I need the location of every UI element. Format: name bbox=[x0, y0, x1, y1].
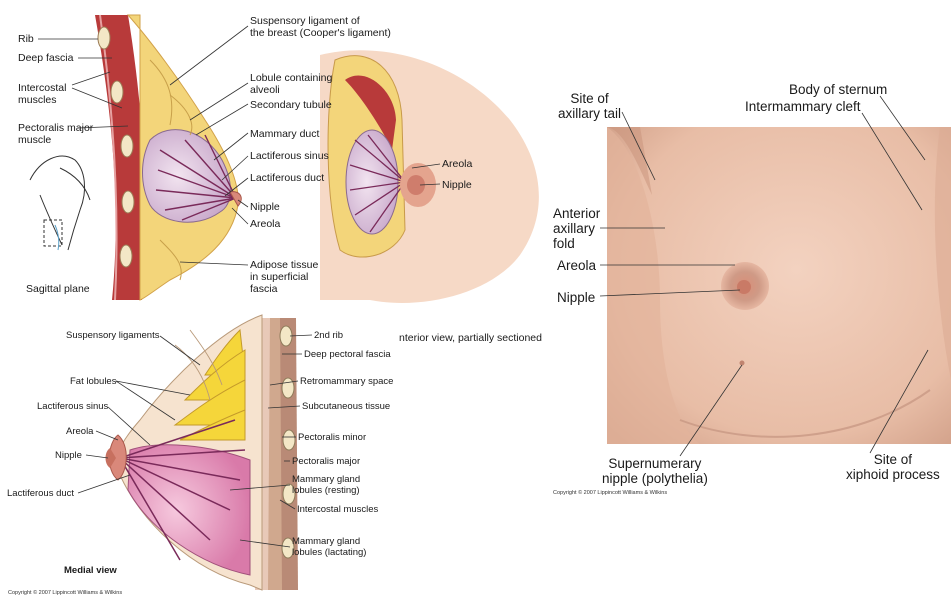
label-gland-resting: Mammary gland lobules (resting) bbox=[292, 474, 360, 496]
label-fat-lobules: Fat lobules bbox=[70, 376, 116, 387]
sagittal-plane-thumbnail bbox=[30, 156, 90, 250]
label-suspensory-ligaments: Suspensory ligaments bbox=[66, 330, 159, 341]
label-deep-fascia: Deep fascia bbox=[18, 52, 73, 64]
label-lactiferous-sinus-c: Lactiferous sinus bbox=[37, 401, 108, 412]
label-site-xiphoid: Site of xiphoid process bbox=[846, 452, 940, 482]
label-site-axillary-tail: Site of axillary tail bbox=[558, 91, 621, 121]
label-suspensory-ligament: Suspensory ligament of the breast (Coope… bbox=[250, 15, 391, 39]
label-deep-pectoral-fascia: Deep pectoral fascia bbox=[304, 349, 391, 360]
label-areola-d: Areola bbox=[557, 258, 596, 273]
copyright-medial: Copyright © 2007 Lippincott Williams & W… bbox=[8, 590, 122, 596]
label-lactiferous-sinus: Lactiferous sinus bbox=[250, 150, 329, 162]
label-gland-lactating: Mammary gland lobules (lactating) bbox=[292, 536, 366, 558]
label-lobule-alveoli: Lobule containing alveoli bbox=[250, 72, 332, 96]
label-mammary-duct: Mammary duct bbox=[250, 128, 319, 140]
label-retromammary-space: Retromammary space bbox=[300, 376, 393, 387]
label-supernumerary-nipple: Supernumerary nipple (polythelia) bbox=[602, 456, 708, 486]
label-lactiferous-duct-c: Lactiferous duct bbox=[7, 488, 74, 499]
label-areola-c: Areola bbox=[66, 426, 93, 437]
label-adipose-tissue: Adipose tissue in superficial fascia bbox=[250, 259, 318, 295]
label-pectoralis-major-muscle: Pectoralis major muscle bbox=[18, 122, 93, 146]
caption-anterior-view: nterior view, partially sectioned bbox=[399, 332, 542, 344]
label-nipple-d: Nipple bbox=[557, 290, 595, 305]
surface-anatomy-photo bbox=[607, 127, 951, 444]
label-2nd-rib: 2nd rib bbox=[314, 330, 343, 341]
label-lactiferous-duct: Lactiferous duct bbox=[250, 172, 324, 184]
label-intercostal-muscles-c: Intercostal muscles bbox=[297, 504, 378, 515]
anterior-view-figure bbox=[320, 50, 539, 303]
label-nipple-c: Nipple bbox=[55, 450, 82, 461]
copyright-photo: Copyright © 2007 Lippincott Williams & W… bbox=[553, 490, 667, 496]
sagittal-section-figure bbox=[95, 15, 241, 300]
label-nipple-b: Nipple bbox=[442, 179, 472, 191]
label-rib: Rib bbox=[18, 33, 34, 45]
caption-medial-view: Medial view bbox=[64, 565, 117, 576]
label-subcutaneous-tissue: Subcutaneous tissue bbox=[302, 401, 390, 412]
label-intermammary-cleft: Intermammary cleft bbox=[745, 99, 861, 114]
label-areola-a: Areola bbox=[250, 218, 280, 230]
label-anterior-axillary-fold: Anterior axillary fold bbox=[553, 206, 600, 251]
label-body-of-sternum: Body of sternum bbox=[789, 82, 887, 97]
label-sagittal-plane: Sagittal plane bbox=[26, 283, 90, 295]
label-pectoralis-major: Pectoralis major bbox=[292, 456, 360, 467]
label-secondary-tubule: Secondary tubule bbox=[250, 99, 332, 111]
label-nipple-a: Nipple bbox=[250, 201, 280, 213]
label-intercostal-muscles: Intercostal muscles bbox=[18, 82, 66, 106]
label-areola-b: Areola bbox=[442, 158, 472, 170]
label-pectoralis-minor: Pectoralis minor bbox=[298, 432, 366, 443]
